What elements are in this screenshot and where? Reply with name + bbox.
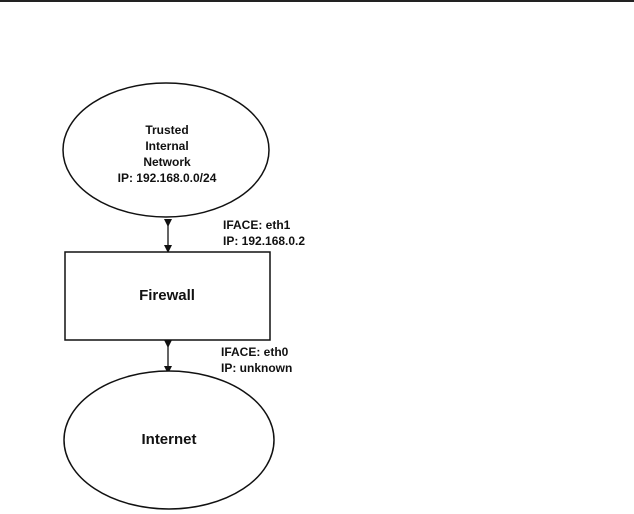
firewall-box xyxy=(64,251,271,341)
internet-ellipse xyxy=(63,370,275,510)
eth1-ip-text: IP: 192.168.0.2 xyxy=(223,234,305,248)
eth0-iface-text: IFACE: eth0 xyxy=(221,345,289,359)
eth1-iface-text: IFACE: eth1 xyxy=(223,218,291,232)
trusted-network-line3: Network xyxy=(143,155,191,169)
internet-node: Internet xyxy=(63,370,275,510)
firewall-node: Firewall xyxy=(64,251,271,341)
eth0-interface-label: IFACE: eth0 IP: unknown xyxy=(221,345,292,375)
eth1-interface-label: IFACE: eth1 IP: 192.168.0.2 xyxy=(223,218,305,248)
top-border-line xyxy=(0,0,634,2)
trusted-network-line1: Trusted xyxy=(145,123,188,137)
internet-label: Internet xyxy=(141,431,196,448)
trusted-network-node: Trusted Internal Network IP: 192.168.0.0… xyxy=(62,82,270,218)
firewall-label: Firewall xyxy=(139,287,195,304)
eth0-ip-text: IP: unknown xyxy=(221,361,292,375)
trusted-network-line2: Internal xyxy=(145,139,188,153)
trusted-network-ip: IP: 192.168.0.0/24 xyxy=(118,171,217,185)
trusted-network-ellipse xyxy=(62,82,270,218)
